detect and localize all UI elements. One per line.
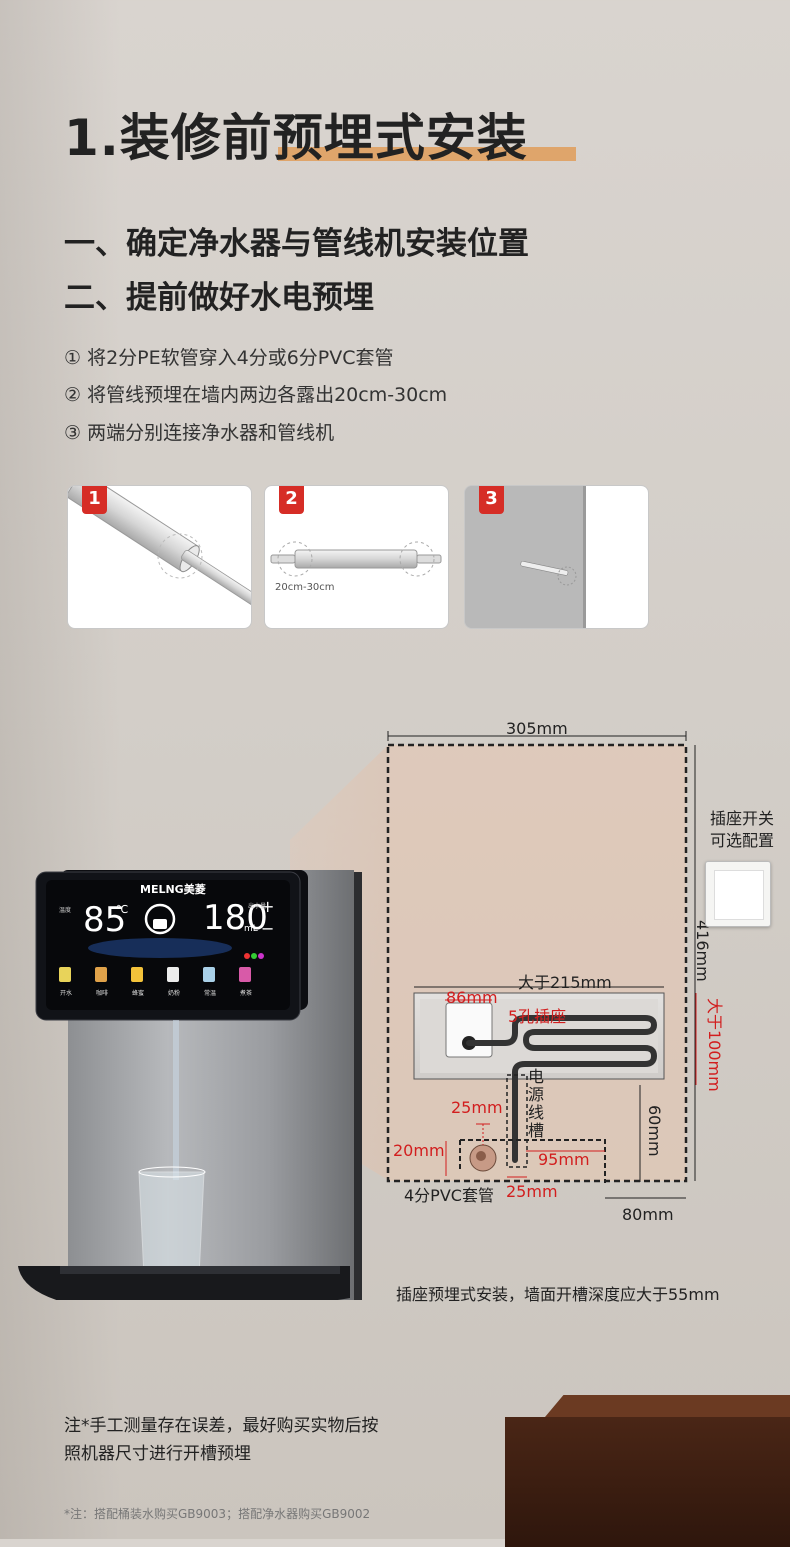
dim-20: 20mm — [393, 1141, 445, 1160]
step-card-2: 2 20cm-30cm — [264, 485, 449, 629]
drink-selectors — [59, 967, 251, 982]
install-note: 插座预埋式安装，墙面开槽深度应大于55mm — [396, 1285, 720, 1304]
volume-plus-button[interactable]: + — [261, 897, 275, 916]
drink-button-1[interactable]: 开水 — [60, 990, 73, 997]
drink-button-6[interactable]: 煮茶 — [240, 990, 253, 997]
switch-option-label: 插座开关可选配置 — [709, 809, 774, 850]
device-temp-unit: ℃ — [116, 903, 129, 916]
dim-60: 60mm — [645, 1105, 664, 1157]
dim-height: 416mm — [693, 920, 712, 982]
cabinet-top — [545, 1395, 790, 1417]
cabinet-body — [505, 1417, 790, 1547]
device-temp: 85 — [83, 900, 127, 940]
volume-minus-button[interactable]: − — [261, 919, 275, 938]
step-badge: 2 — [279, 486, 304, 514]
step-card-3: 3 — [464, 485, 649, 629]
device-volume: 180 — [203, 898, 268, 938]
drink-button-5[interactable]: 常温 — [204, 990, 217, 997]
device-brand: MELNG美菱 — [140, 883, 206, 896]
device-volume-unit: mL — [244, 924, 258, 934]
subtitle-2: 二、提前做好水电预埋 — [64, 280, 374, 316]
step-badge: 3 — [479, 486, 504, 514]
socket-label: 5孔插座 — [508, 1007, 567, 1026]
wall-switch-icon — [705, 861, 771, 927]
installation-diagram — [18, 731, 697, 1300]
dim-slot-height: 大于100mm — [705, 998, 724, 1092]
dim-width: 305mm — [506, 719, 568, 738]
device-left-label: 温度 — [59, 907, 72, 914]
step-badge: 1 — [82, 486, 107, 514]
step-2: ② 将管线预埋在墙内两边各露出20cm-30cm — [64, 384, 448, 406]
drink-button-2[interactable]: 咖啡 — [96, 990, 109, 997]
pipe-length-caption: 20cm-30cm — [275, 582, 335, 593]
footnote: *注：搭配桶装水购买GB9003；搭配净水器购买GB9002 — [64, 1507, 371, 1521]
step-3: ③ 两端分别连接净水器和管线机 — [64, 422, 335, 444]
drink-button-3[interactable]: 蜂蜜 — [132, 990, 145, 997]
page-title: 1.装修前预埋式安装 — [64, 109, 528, 167]
pvc-label: 4分PVC套管 — [404, 1186, 494, 1205]
step-card-1: 1 — [67, 485, 252, 629]
dim-25-top: 25mm — [451, 1098, 503, 1117]
channel-label: 电源线槽 — [528, 1067, 545, 1140]
dim-25-bottom: 25mm — [506, 1182, 558, 1201]
pipe-embed-illustration — [270, 541, 442, 577]
measurement-note: 注*手工测量存在误差，最好购买实物后按照机器尺寸进行开槽预埋 — [64, 1416, 379, 1464]
dim-slot-width: 大于215mm — [518, 973, 612, 992]
step-1: ① 将2分PE软管穿入4分或6分PVC套管 — [64, 347, 394, 369]
dim-95: 95mm — [538, 1150, 590, 1169]
drink-button-4[interactable]: 奶粉 — [168, 990, 181, 997]
subtitle-1: 一、确定净水器与管线机安装位置 — [64, 226, 529, 262]
dim-80: 80mm — [622, 1205, 674, 1224]
dim-socket-width: 86mm — [446, 988, 498, 1007]
title-underline — [278, 147, 576, 161]
device-right-label: 出水量 — [248, 903, 267, 910]
